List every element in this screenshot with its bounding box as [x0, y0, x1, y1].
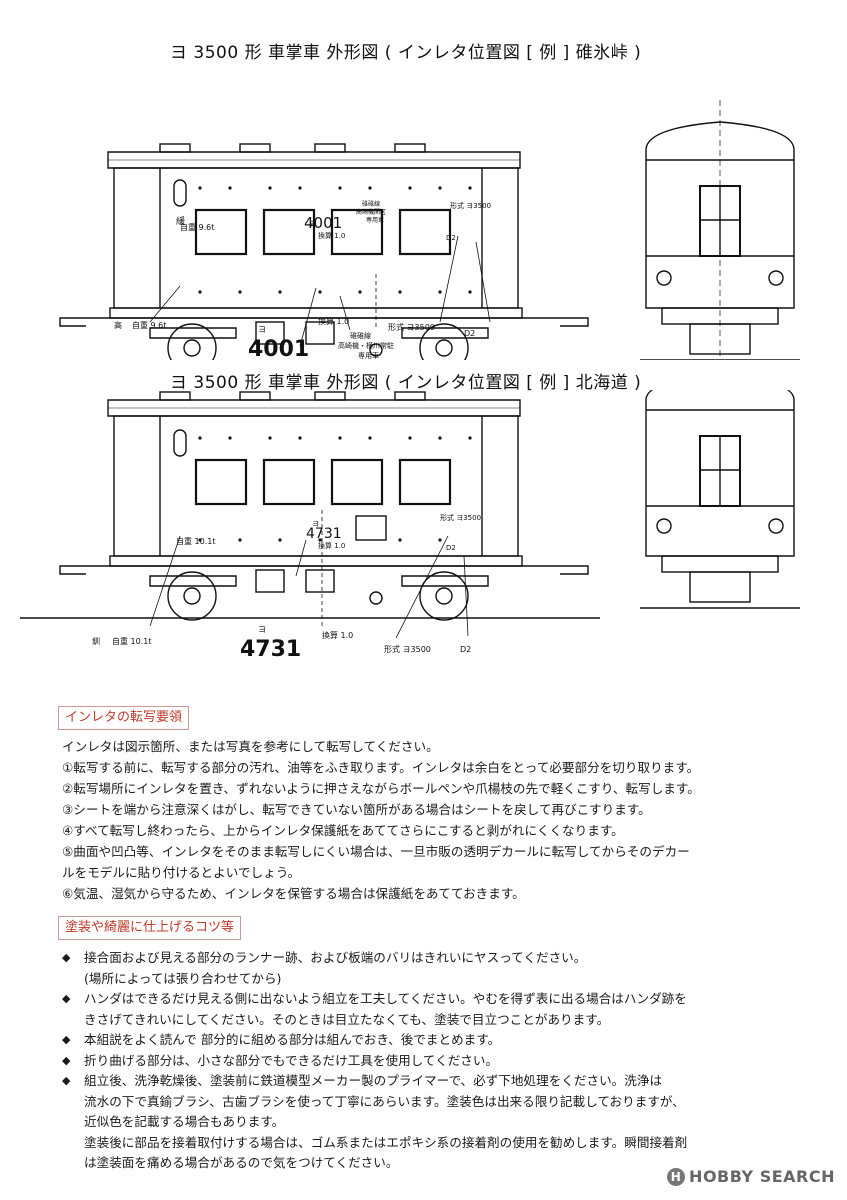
- label-type-bottom-2: 形式 ヨ3500: [384, 644, 431, 654]
- label-car-prefix-bottom-2: ヨ: [258, 625, 266, 634]
- instruction-line: ②転写場所にインレタを置き、ずれないように押さえながらボールペンや爪楊枝の先で軽…: [62, 781, 700, 796]
- finishing-tips: ◆ 接合面および見える部分のランナー跡、および板端のバリはきれいにヤスってくださ…: [62, 948, 782, 1174]
- label-assign-b3: 専用車: [358, 351, 379, 360]
- transfer-instructions: インレタは図示箇所、または写真を参考にして転写してください。 ①転写する前に、転…: [62, 736, 782, 904]
- tip-item: ◆ 本組説をよく読んで 部分的に組める部分は組んでおき、後でまとめます。: [62, 1030, 782, 1051]
- tip-item: ◆ 組立後、洗浄乾燥後、塗装前に鉄道模型メーカー製のプライマーで、必ず下地処理を…: [62, 1071, 782, 1174]
- instruction-line: ⑤曲面や凹凸等、インレタをそのまま転写しにくい場合は、一旦市販の透明デカールに転…: [62, 844, 690, 859]
- instruction-line: ⑥気温、湿気から守るため、インレタを保管する場合は保護紙をあてておきます。: [62, 886, 525, 901]
- label-weight-bottom-b: 自重 9.6t: [132, 320, 166, 330]
- label-d2-top-2: D2: [446, 544, 456, 552]
- label-weight-bottom-a: 高: [114, 320, 122, 330]
- diamond-bullet-icon: ◆: [62, 1074, 71, 1087]
- label-d2-bottom-2: D2: [460, 645, 471, 654]
- label-car-number-top-2: 4731: [306, 526, 342, 542]
- label-assign-1: 碓碓線: [362, 200, 380, 208]
- label-weight-top-2: 自重 10.1t: [176, 536, 216, 546]
- label-car-number-bottom-2: 4731: [240, 637, 301, 662]
- instruction-line: インレタは図示箇所、または写真を参考にして転写してください。: [62, 739, 439, 754]
- tip-line: 接合面および見える部分のランナー跡、および板端のバリはきれいにヤスってください。: [84, 950, 587, 965]
- tip-line: 本組説をよく読んで 部分的に組める部分は組んでおき、後でまとめます。: [84, 1032, 501, 1047]
- tip-line: ハンダはできるだけ見える側に出ないよう組立を工夫してください。やむを得ず表に出る…: [84, 991, 687, 1006]
- label-capacity-bottom-2: 換算 1.0: [322, 630, 353, 640]
- label-assign-b1: 碓碓線: [350, 331, 371, 340]
- tip-line: 流水の下で真鍮ブラシ、古歯ブラシを使って丁寧にあらいます。塗装色は出来る限り記載…: [84, 1093, 685, 1109]
- diamond-bullet-icon: ◆: [62, 1053, 71, 1067]
- tip-line: (場所によっては張り合わせてから): [84, 970, 282, 986]
- label-car-prefix: ヨ: [310, 220, 317, 228]
- hobbysearch-logo-icon: H: [667, 1168, 686, 1186]
- diagram-title-usui: ヨ 3500 形 車掌車 外形図 ( インレタ位置図 [ 例 ] 碓氷峠 ): [170, 43, 642, 63]
- label-weight-bottom-a-2: 釧: [92, 636, 100, 646]
- tip-item: ◆ ハンダはできるだけ見える側に出ないよう組立を工夫してください。やむを得ず表に…: [62, 989, 782, 1030]
- section-heading-transfer: インレタの転写要領: [58, 706, 190, 730]
- section-heading-tips: 塗装や綺麗に仕上げるコツ等: [58, 916, 242, 940]
- diagram-title-hokkaido: ヨ 3500 形 車掌車 外形図 ( インレタ位置図 [ 例 ] 北海道 ): [170, 373, 642, 393]
- diamond-bullet-icon: ◆: [62, 1033, 71, 1046]
- label-car-number-bottom: 4001: [248, 337, 309, 360]
- diamond-bullet-icon: ◆: [62, 992, 71, 1005]
- label-type-top: 形式 ヨ3500: [450, 201, 491, 210]
- label-type-bottom: 形式 ヨ3500: [388, 322, 435, 332]
- instruction-line: ルをモデルに貼り付けるとよいでしょう。: [62, 865, 301, 880]
- label-assign-b2: 高崎機・横川常駐: [338, 341, 394, 350]
- label-assign-3: 専用車: [366, 216, 384, 224]
- car-side-view: [59, 143, 589, 360]
- instruction-line: ①転写する前に、転写する部分の汚れ、油等をふき取ります。インレタは余白をとって必…: [62, 760, 700, 775]
- label-d2-top: D2: [446, 234, 456, 242]
- tip-item: ◆ 接合面および見える部分のランナー跡、および板端のバリはきれいにヤスってくださ…: [62, 948, 782, 989]
- tip-line: 塗装後に部品を接着取付けする場合は、ゴム系またはエポキシ系の接着剤の使用を勧めし…: [84, 1134, 688, 1150]
- watermark-text: HOBBY SEARCH: [689, 1166, 835, 1186]
- tip-line: 近似色を記載する場合もあります。: [84, 1114, 285, 1129]
- label-loose: 緩: [176, 215, 185, 227]
- label-car-prefix-bottom: ヨ: [258, 325, 266, 334]
- tip-line: は塗装面を痛める場合があるので気をつけてください。: [84, 1155, 399, 1170]
- instruction-line: ④すべて転写し終わったら、上からインレタ保護紙をあててさらにこすると剥がれにくく…: [62, 823, 624, 838]
- label-type-top-2: 形式 ヨ3500: [440, 513, 481, 522]
- label-d2-bottom: D2: [464, 329, 475, 338]
- tip-line: 組立後、洗浄乾燥後、塗装前に鉄道模型メーカー製のプライマーで、必ず下地処理をくだ…: [84, 1073, 663, 1088]
- tip-line: きさげてきれいにしてください。そのときは目立たなくても、塗装で目立つことがありま…: [84, 1011, 610, 1027]
- car-diagram-hokkaido: 自重 10.1t ヨ 4731 換算 1.0 形式 ヨ3500 D2 釧 自重 …: [20, 390, 800, 662]
- car-end-view-2: [640, 390, 800, 609]
- label-weight-top: 自重 9.6t: [180, 222, 214, 232]
- label-capacity-bottom: 換算 1.0: [318, 316, 349, 326]
- car-end-view: [640, 100, 800, 360]
- tip-line: 折り曲げる部分は、小さな部分でもできるだけ工具を使用してください。: [84, 1052, 499, 1068]
- label-capacity-top-2: 換算 1.0: [318, 541, 345, 550]
- label-capacity-top: 換算 1.0: [318, 231, 345, 240]
- car-side-view-2: [20, 391, 600, 639]
- label-car-prefix-2: ヨ: [312, 520, 319, 528]
- diamond-bullet-icon: ◆: [62, 951, 71, 964]
- car-diagram-usui: 緩 自重 9.6t ヨ 4001 換算 1.0 形式 ヨ3500 D2 碓碓線 …: [59, 100, 800, 360]
- label-weight-bottom-b-2: 自重 10.1t: [112, 636, 152, 646]
- label-assign-2: 高崎機関区: [356, 208, 386, 216]
- label-car-number-top: 4001: [304, 214, 342, 232]
- tip-item: ◆ 折り曲げる部分は、小さな部分でもできるだけ工具を使用してください。: [62, 1051, 782, 1072]
- instruction-line: ③シートを端から注意深くはがし、転写できていない箇所がある場合はシートを戻して再…: [62, 802, 651, 817]
